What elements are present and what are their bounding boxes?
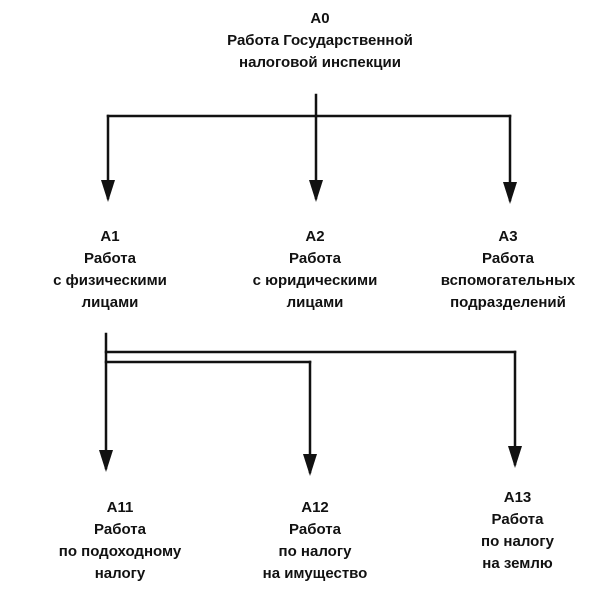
- node-a11-code: A11: [106, 499, 134, 516]
- node-a13-code: A13: [503, 489, 532, 506]
- node-a0-line-2: налоговой инспекции: [239, 54, 401, 71]
- node-a12-line-3: на имущество: [262, 565, 368, 582]
- node-a13: A13 Работа по налогу на землю: [455, 487, 580, 575]
- node-a12: A12 Работа по налогу на имущество: [240, 497, 390, 585]
- node-a12-line-2: по налогу: [278, 543, 352, 560]
- node-a1-line-3: лицами: [81, 294, 139, 311]
- node-a3-line-3: подразделений: [450, 294, 566, 311]
- node-a1-line-2: с физическими: [53, 272, 167, 289]
- node-a1-line-1: Работа: [84, 250, 136, 267]
- arrow-to-a13: [508, 446, 522, 468]
- node-a11-line-1: Работа: [94, 521, 146, 538]
- arrow-to-a3: [503, 182, 517, 204]
- arrow-to-a2: [309, 180, 323, 202]
- node-a3-line-1: Работа: [482, 250, 534, 267]
- node-a12-code: A12: [301, 499, 329, 516]
- node-a13-line-1: Работа: [491, 511, 544, 528]
- node-a13-line-3: на землю: [482, 555, 553, 572]
- node-a1: A1 Работа с физическими лицами: [40, 226, 180, 314]
- node-a12-line-1: Работа: [289, 521, 341, 538]
- node-a3-code: A3: [498, 228, 518, 245]
- node-a3-line-2: вспомогательных: [440, 272, 576, 289]
- node-a0-line-1: Работа Государственной: [227, 32, 413, 49]
- node-a2-line-3: лицами: [286, 294, 344, 311]
- arrow-to-a12: [303, 454, 317, 476]
- node-a1-code: A1: [100, 228, 120, 245]
- arrow-to-a1: [101, 180, 115, 202]
- node-a3: A3 Работа вспомогательных подразделений: [428, 226, 588, 314]
- node-a11-line-3: налогу: [94, 565, 146, 582]
- node-a11: A11 Работа по подоходному налогу: [50, 497, 190, 585]
- node-a2: A2 Работа с юридическими лицами: [240, 226, 390, 314]
- node-a13-line-2: по налогу: [481, 533, 554, 550]
- node-a2-code: A2: [305, 228, 325, 245]
- node-a0-code: A0: [310, 10, 330, 27]
- node-a11-line-2: по подоходному: [58, 543, 182, 560]
- node-a0: A0 Работа Государственной налоговой инсп…: [175, 8, 465, 74]
- node-a2-line-1: Работа: [289, 250, 341, 267]
- arrow-to-a11: [99, 450, 113, 472]
- node-a2-line-2: с юридическими: [252, 272, 378, 289]
